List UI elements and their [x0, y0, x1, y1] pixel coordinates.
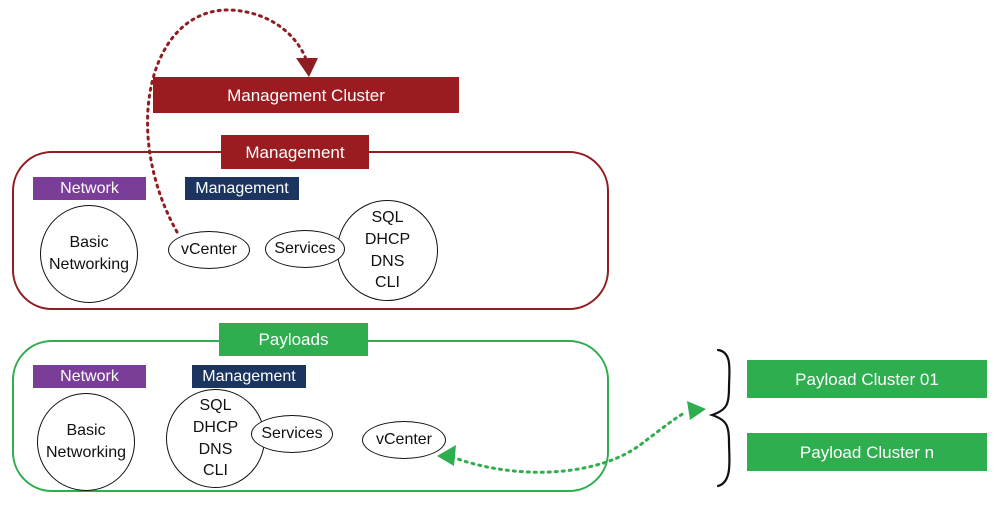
payload-services-item: DNS [198, 440, 233, 458]
payload-management-tag: Management [192, 365, 306, 388]
management-basic-networking-circle: Basic Networking [40, 205, 138, 303]
payload-services-node: Services [251, 415, 333, 453]
payload-domain-title: Payloads [219, 323, 368, 356]
management-cluster-arrowhead [296, 58, 318, 77]
management-services-list-circle: SQL DHCP DNS CLI [337, 200, 438, 301]
payload-clusters-arrowhead [687, 401, 706, 420]
payload-cluster-01-label: Payload Cluster 01 [795, 369, 939, 389]
management-services-item: SQL [371, 209, 404, 227]
payload-services-item: SQL [199, 397, 232, 415]
management-network-tag-text: Network [60, 179, 119, 197]
payload-services-list-circle: SQL DHCP DNS CLI [166, 389, 265, 488]
payload-network-tag-text: Network [60, 367, 119, 385]
management-vcenter-node: vCenter [168, 231, 250, 269]
payload-basic-networking-circle: Basic Networking [37, 393, 135, 491]
payload-services-item: DHCP [192, 418, 239, 436]
management-network-tag: Network [33, 177, 146, 200]
management-services-item: DHCP [364, 230, 411, 248]
management-services-item: CLI [375, 274, 400, 292]
payload-domain-title-text: Payloads [258, 330, 329, 349]
payload-cluster-n-bar: Payload Cluster n [747, 433, 987, 471]
management-management-tag-text: Management [195, 179, 289, 197]
payload-cluster-n-label: Payload Cluster n [799, 442, 935, 462]
management-domain-title-text: Management [245, 142, 345, 162]
payload-vcenter-label: vCenter [375, 431, 433, 448]
payload-vcenter-node: vCenter [362, 421, 446, 459]
payload-management-tag-text: Management [202, 367, 296, 385]
management-services-item: DNS [370, 252, 405, 270]
management-vcenter-label: vCenter [180, 241, 238, 258]
management-basic-networking-line2: Networking [48, 256, 130, 273]
management-services-label: Services [274, 240, 336, 257]
management-services-node: Services [265, 230, 345, 268]
payload-clusters-brace [708, 348, 731, 488]
payload-services-label: Services [261, 425, 323, 442]
management-basic-networking-line1: Basic [69, 234, 109, 252]
management-cluster-label: Management Cluster [227, 85, 385, 105]
management-cluster-bar: Management Cluster [153, 77, 459, 113]
payload-basic-networking-line1: Basic [66, 422, 106, 440]
payload-basic-networking-line2: Networking [45, 444, 127, 461]
management-domain-title: Management [221, 135, 369, 169]
payload-cluster-01-bar: Payload Cluster 01 [747, 360, 987, 398]
payload-network-tag: Network [33, 365, 146, 388]
management-management-tag: Management [185, 177, 299, 200]
payload-services-item: CLI [203, 462, 228, 480]
